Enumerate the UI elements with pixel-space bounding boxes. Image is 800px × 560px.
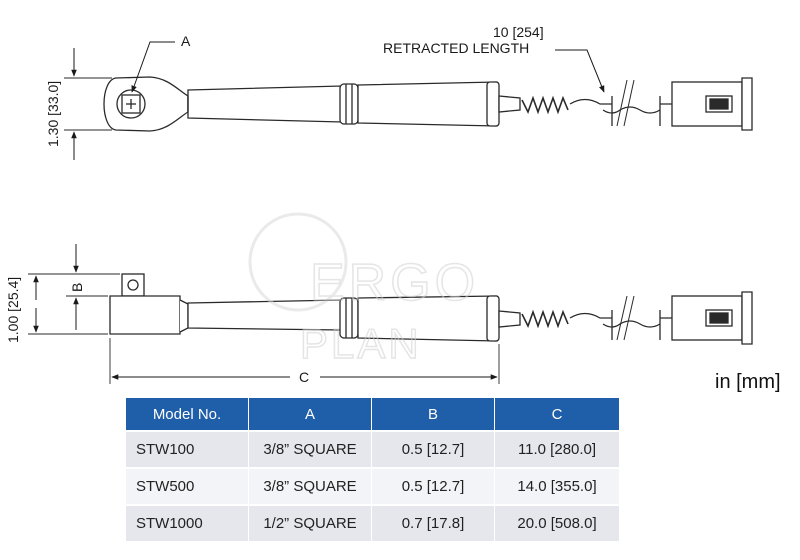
c-dim-label: C <box>299 369 309 385</box>
head-block <box>109 295 181 335</box>
b-cell: 0.5 [12.7] <box>372 467 494 504</box>
top-view <box>64 41 753 160</box>
b-dim-label: B <box>69 283 85 292</box>
a-cell: 3/8” SQUARE <box>249 430 371 467</box>
side-view <box>28 244 753 384</box>
model-cell: STW100 <box>126 430 248 467</box>
c-cell: 14.0 [355.0] <box>495 467 619 504</box>
cable-length-label: RETRACTED LENGTH <box>383 40 529 56</box>
header-b: B <box>372 398 494 430</box>
header-c: C <box>495 398 619 430</box>
model-cell: STW1000 <box>126 504 248 541</box>
c-cell: 20.0 [508.0] <box>495 504 619 541</box>
ratchet-head <box>103 76 189 132</box>
callout-a: A <box>181 33 191 49</box>
watermark-logo: ERGO PLAN <box>248 212 479 368</box>
table-row: STW500 3/8” SQUARE 0.5 [12.7] 14.0 [355.… <box>126 467 619 504</box>
a-cell: 1/2” SQUARE <box>249 504 371 541</box>
spec-table: Model No. A B C STW100 3/8” SQUARE 0.5 [… <box>125 398 620 541</box>
table-row: STW1000 1/2” SQUARE 0.7 [17.8] 20.0 [508… <box>126 504 619 541</box>
svg-text:ERGO: ERGO <box>310 254 479 312</box>
c-cell: 11.0 [280.0] <box>495 430 619 467</box>
head-height-dim: 1.30 [33.0] <box>45 81 61 147</box>
coiled-cable <box>569 96 672 126</box>
a-cell: 3/8” SQUARE <box>249 467 371 504</box>
header-a: A <box>249 398 371 430</box>
square-drive <box>121 94 141 114</box>
wrench-shaft <box>187 85 343 123</box>
model-cell: STW500 <box>126 467 248 504</box>
table-header-row: Model No. A B C <box>126 398 619 430</box>
cable-spring <box>521 95 569 115</box>
svg-text:PLAN: PLAN <box>300 320 422 367</box>
b-cell: 0.7 [17.8] <box>372 504 494 541</box>
table-row: STW100 3/8” SQUARE 0.5 [12.7] 11.0 [280.… <box>126 430 619 467</box>
units-label: in [mm] <box>715 371 781 393</box>
side-height-dim: 1.00 [25.4] <box>5 277 21 343</box>
grip-collar <box>339 83 359 125</box>
header-model: Model No. <box>126 398 248 430</box>
side-spring <box>521 309 569 329</box>
grip-handle <box>357 81 498 127</box>
b-cell: 0.5 [12.7] <box>372 430 494 467</box>
cable-length-value: 10 [254] <box>493 24 544 40</box>
